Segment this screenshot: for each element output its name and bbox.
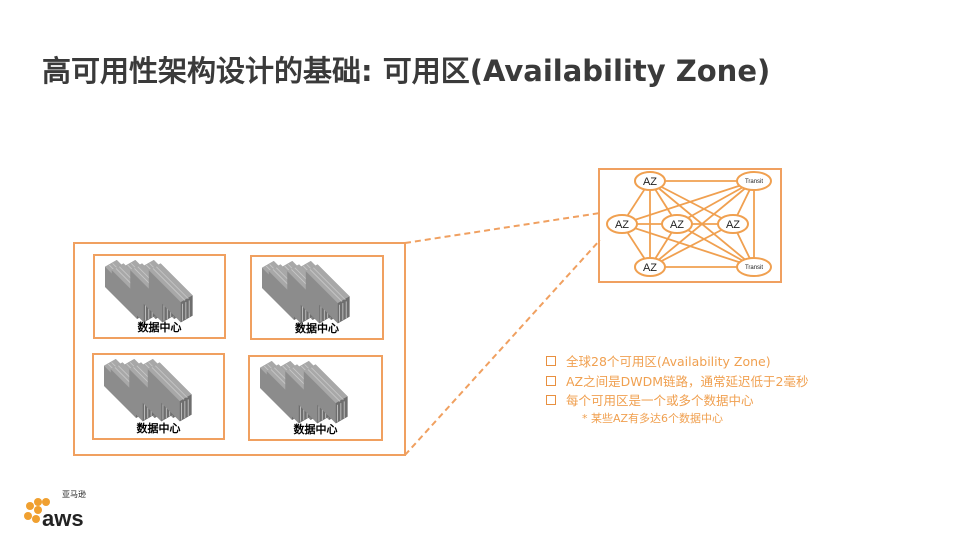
bullet-text: AZ之间是DWDM链路，通常延迟低于2毫秒: [566, 373, 809, 389]
network-node-az: AZ: [661, 214, 693, 234]
checkbox-bullet-icon: [546, 395, 556, 405]
network-link: [676, 180, 755, 225]
node-label: Transit: [745, 179, 763, 185]
dashed-connector-bottom: [404, 239, 601, 456]
bullet-item: AZ之间是DWDM链路，通常延迟低于2毫秒: [546, 372, 808, 392]
node-label: AZ: [643, 176, 657, 188]
network-node-az: AZ: [634, 171, 666, 191]
bullet-item: 全球28个可用区(Availability Zone): [546, 352, 808, 372]
network-link: [649, 223, 734, 268]
datacenter-label: 数据中心: [137, 321, 182, 334]
datacenter-1: 数据中心: [93, 254, 226, 339]
datacenter-label: 数据中心: [293, 423, 338, 436]
star-bullet-icon: *: [582, 411, 591, 425]
network-node-az: AZ: [717, 214, 749, 234]
network-link: [621, 180, 755, 225]
checkbox-bullet-icon: [546, 356, 556, 366]
availability-zone-box: [73, 242, 406, 456]
aws-cn-wordmark: 亚马逊: [62, 490, 86, 499]
datacenter-2: 数据中心: [250, 255, 384, 340]
bullet-text: 全球28个可用区(Availability Zone): [566, 354, 771, 369]
datacenter-label: 数据中心: [136, 422, 181, 435]
network-link: [621, 223, 755, 268]
datacenter-label: 数据中心: [295, 322, 339, 335]
dashed-connector-top: [404, 212, 601, 244]
network-link: [649, 180, 734, 225]
sub-bullet-text: 某些AZ有多达6个数据中心: [591, 411, 724, 425]
checkbox-bullet-icon: [546, 375, 556, 386]
bullet-text: 每个可用区是一个或多个数据中心: [566, 393, 754, 408]
network-node-transit: Transit: [736, 257, 772, 277]
network-node-az: AZ: [634, 257, 666, 277]
datacenter-4: 数据中心: [248, 355, 383, 441]
node-label: Transit: [745, 265, 763, 271]
slide-title: 高可用性架构设计的基础: 可用区(Availability Zone): [42, 54, 771, 88]
aws-wordmark: aws: [42, 506, 84, 531]
bullet-item: 每个可用区是一个或多个数据中心: [546, 391, 808, 411]
node-label: AZ: [615, 219, 629, 231]
aws-smile-cubes-icon: [24, 498, 50, 523]
network-node-az: AZ: [606, 214, 638, 234]
datacenter-3: 数据中心: [92, 353, 225, 440]
node-label: AZ: [643, 262, 657, 274]
sub-bullet-item: * 某些AZ有多达6个数据中心: [546, 411, 808, 427]
node-label: AZ: [726, 219, 740, 231]
aws-logo: 亚马逊 aws: [18, 490, 108, 536]
network-link: [676, 223, 755, 268]
network-node-transit: Transit: [736, 171, 772, 191]
network-link: [649, 180, 755, 268]
region-network-box: [598, 168, 782, 283]
node-label: AZ: [670, 219, 684, 231]
bullet-list: 全球28个可用区(Availability Zone) AZ之间是DWDM链路，…: [546, 352, 808, 427]
